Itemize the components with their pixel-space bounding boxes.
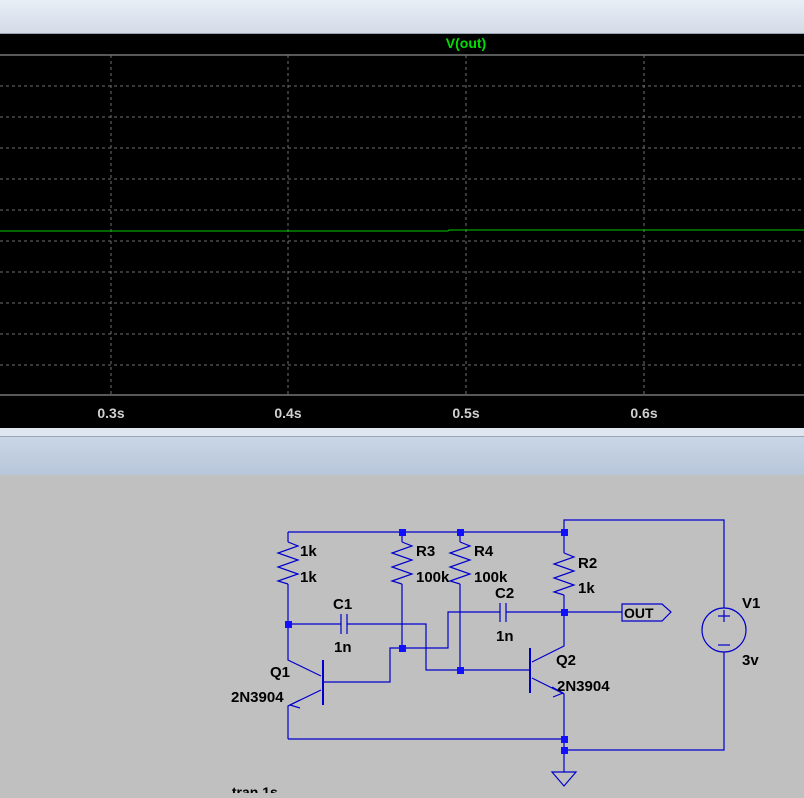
q1-ref-label[interactable]: Q1 xyxy=(270,664,290,681)
waveform-title-bar[interactable] xyxy=(0,0,804,34)
r3-value-label[interactable]: 100k xyxy=(416,569,450,586)
r2-value-label[interactable]: 1k xyxy=(578,580,595,597)
schematic-canvas[interactable]: 1k 1k R3 100k R4 100k R2 1k C1 1n C2 1n … xyxy=(0,475,804,798)
ground-symbol xyxy=(550,771,578,787)
v1-ref-label[interactable]: V1 xyxy=(742,595,760,612)
vout-trace[interactable] xyxy=(0,229,804,232)
x-tick-label: 0.3s xyxy=(97,405,124,421)
horizontal-grid xyxy=(0,85,804,366)
vertical-grid xyxy=(110,55,645,395)
r1-resistor xyxy=(276,541,300,585)
r4-value-label[interactable]: 100k xyxy=(474,569,508,586)
c1-ref-label[interactable]: C1 xyxy=(333,596,352,613)
r2-resistor xyxy=(552,552,576,596)
r1-ref-label[interactable]: 1k xyxy=(300,543,317,560)
plot-bottom-bar xyxy=(0,428,804,436)
waveform-plot-svg[interactable]: V(out) 0.3s 0.4s 0.5s 0.6s xyxy=(0,34,804,428)
r2-ref-label[interactable]: R2 xyxy=(578,555,597,572)
c2-value-label[interactable]: 1n xyxy=(496,628,514,645)
r4-resistor xyxy=(448,541,472,585)
c2-capacitor xyxy=(499,603,507,622)
r3-resistor xyxy=(390,541,414,585)
c2-ref-label[interactable]: C2 xyxy=(495,585,514,602)
c1-capacitor xyxy=(340,614,348,634)
q1-model-label[interactable]: 2N3904 xyxy=(231,689,284,706)
out-flag xyxy=(621,603,672,622)
out-net-label[interactable]: OUT xyxy=(624,605,654,621)
trace-label[interactable]: V(out) xyxy=(446,35,486,51)
wires[interactable] xyxy=(276,519,747,787)
x-tick-label: 0.6s xyxy=(630,405,657,421)
x-tick-label: 0.4s xyxy=(274,405,301,421)
spice-directive[interactable]: .tran 1s xyxy=(228,784,278,798)
x-tick-label: 0.5s xyxy=(452,405,479,421)
r4-ref-label[interactable]: R4 xyxy=(474,543,494,560)
q2-ref-label[interactable]: Q2 xyxy=(556,652,576,669)
schematic-svg[interactable]: 1k 1k R3 100k R4 100k R2 1k C1 1n C2 1n … xyxy=(0,475,804,798)
q2-model-label[interactable]: 2N3904 xyxy=(557,678,610,695)
waveform-plot[interactable]: V(out) 0.3s 0.4s 0.5s 0.6s xyxy=(0,34,804,428)
c1-value-label[interactable]: 1n xyxy=(334,639,352,656)
r1-value-label[interactable]: 1k xyxy=(300,569,317,586)
v1-value-label[interactable]: 3v xyxy=(742,652,759,669)
r3-ref-label[interactable]: R3 xyxy=(416,543,435,560)
schematic-title-bar[interactable] xyxy=(0,436,804,476)
v1-source xyxy=(701,607,747,653)
junctions xyxy=(285,529,568,754)
